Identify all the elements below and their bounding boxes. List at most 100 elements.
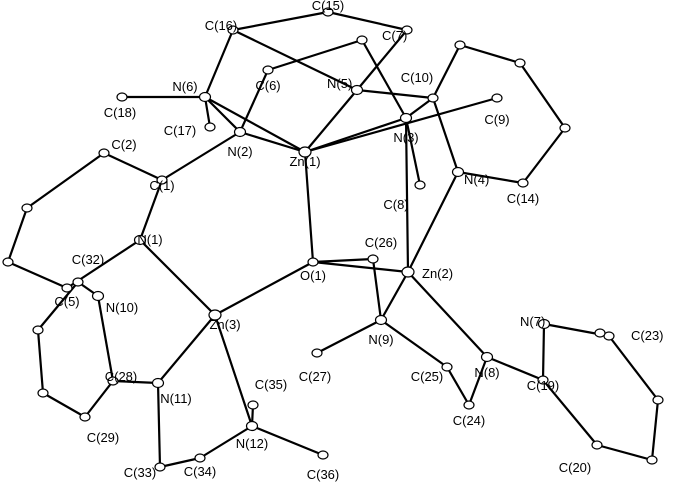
bond-d1-n5 — [355, 28, 409, 92]
label-c7: C(7) — [382, 28, 407, 43]
bond-n2-c6 — [238, 68, 270, 134]
atom-n12 — [245, 420, 259, 432]
label-c15: C(15) — [312, 0, 345, 13]
atom-n11 — [151, 377, 165, 389]
atom-n7 — [537, 318, 551, 330]
atom-c24 — [463, 400, 475, 410]
label-n4: N(4) — [464, 172, 489, 187]
atom-c2 — [98, 148, 110, 158]
atom-c25 — [441, 362, 453, 372]
atom-layer — [2, 7, 664, 472]
atom-b1 — [454, 40, 466, 50]
atom-c8 — [414, 180, 426, 190]
label-zn3: Zn(3) — [209, 317, 240, 332]
atom-c35 — [247, 400, 259, 410]
atom-zn3 — [208, 309, 222, 321]
atom-c20 — [591, 440, 603, 450]
bond-c20-c3 — [595, 443, 654, 462]
label-c1: C(1) — [149, 178, 174, 193]
bond-n4-c10 — [431, 96, 460, 174]
atom-c7 — [356, 35, 368, 45]
label-n9: N(9) — [368, 332, 393, 347]
bond-n5-c16 — [231, 28, 359, 92]
bond-c25-c24 — [445, 365, 471, 407]
atom-a3 — [32, 325, 44, 335]
atom-a4 — [37, 388, 49, 398]
bond-c3-c2 — [650, 398, 660, 462]
label-c5: C(5) — [54, 294, 79, 309]
label-c14: C(14) — [507, 191, 540, 206]
label-c6: C(6) — [255, 78, 280, 93]
atom-c29 — [79, 412, 91, 422]
label-c19: C(19) — [527, 378, 560, 393]
atom-c3 — [646, 455, 658, 465]
label-c17: C(17) — [164, 123, 197, 138]
bond-zn2-n9 — [379, 270, 410, 322]
label-c35: C(35) — [255, 377, 288, 392]
label-layer: Zn(1)Zn(2)Zn(3)O(1)N(1)N(2)N(3)N(4)N(5)N… — [54, 0, 663, 482]
bond-n10-c28 — [96, 294, 115, 383]
label-c33: C(33) — [124, 465, 157, 480]
bond-c24-n8 — [467, 355, 489, 407]
atom-c10 — [427, 93, 439, 103]
bond-a1-a2 — [6, 206, 29, 264]
atom-n2 — [233, 126, 247, 138]
atom-zn2 — [401, 266, 415, 278]
label-c26: C(26) — [365, 235, 398, 250]
atom-b2 — [514, 58, 526, 68]
bond-a2-c5 — [6, 260, 69, 290]
bond-c15-d1 — [326, 10, 409, 32]
label-n11: N(11) — [160, 391, 192, 406]
bond-c19-n7 — [541, 322, 546, 382]
bond-n9-c27 — [315, 318, 383, 355]
atom-c15 — [322, 7, 334, 17]
bond-zn1-c9 — [303, 96, 499, 154]
atom-c9 — [491, 93, 503, 103]
bond-layer — [6, 10, 660, 469]
bond-zn2-n8 — [406, 270, 489, 359]
bond-zn2-o1 — [311, 260, 410, 274]
bond-n1-c1 — [138, 178, 164, 242]
atom-c16 — [227, 25, 239, 35]
label-c29: C(29) — [87, 430, 120, 445]
bond-b3-b2 — [518, 61, 567, 130]
atom-b3 — [559, 123, 571, 133]
bond-n12-c36 — [250, 424, 325, 457]
bond-c34-n12 — [198, 424, 254, 460]
bond-a4-a3 — [36, 328, 45, 395]
label-c10: C(10) — [401, 70, 434, 85]
label-c23: C(23) — [631, 328, 664, 343]
atom-c27 — [311, 348, 323, 358]
atom-c1 — [594, 328, 606, 338]
atom-c32 — [72, 277, 84, 287]
bond-b2-b1 — [458, 43, 522, 65]
bond-n8-c19 — [485, 355, 545, 382]
label-zn1: Zn(1) — [289, 154, 320, 169]
label-n10: N(10) — [106, 300, 139, 315]
atom-n4 — [451, 166, 465, 178]
bond-zn3-o1 — [213, 260, 315, 317]
bond-c16-c15 — [231, 10, 330, 32]
label-c36: C(36) — [307, 467, 340, 482]
label-c34: C(34) — [184, 464, 217, 479]
label-c24: C(24) — [453, 413, 486, 428]
bond-c1-c2 — [102, 151, 164, 182]
atom-c17 — [204, 122, 216, 132]
label-c32: C(32) — [72, 252, 105, 267]
atom-c6 — [262, 65, 274, 75]
label-n2: N(2) — [227, 144, 252, 159]
atom-c5 — [61, 283, 73, 293]
label-n6: N(6) — [172, 79, 197, 94]
atom-n10 — [91, 290, 105, 302]
label-c16: C(16) — [205, 18, 238, 33]
bond-n6-n2 — [203, 95, 242, 134]
label-c25: C(25) — [411, 369, 444, 384]
bond-c28-n11 — [111, 379, 160, 385]
bond-c28-c29 — [83, 379, 115, 419]
bond-b1-c10 — [431, 43, 462, 100]
atom-c1 — [156, 175, 168, 185]
atom-n6 — [198, 91, 212, 103]
atom-n1 — [133, 234, 147, 246]
